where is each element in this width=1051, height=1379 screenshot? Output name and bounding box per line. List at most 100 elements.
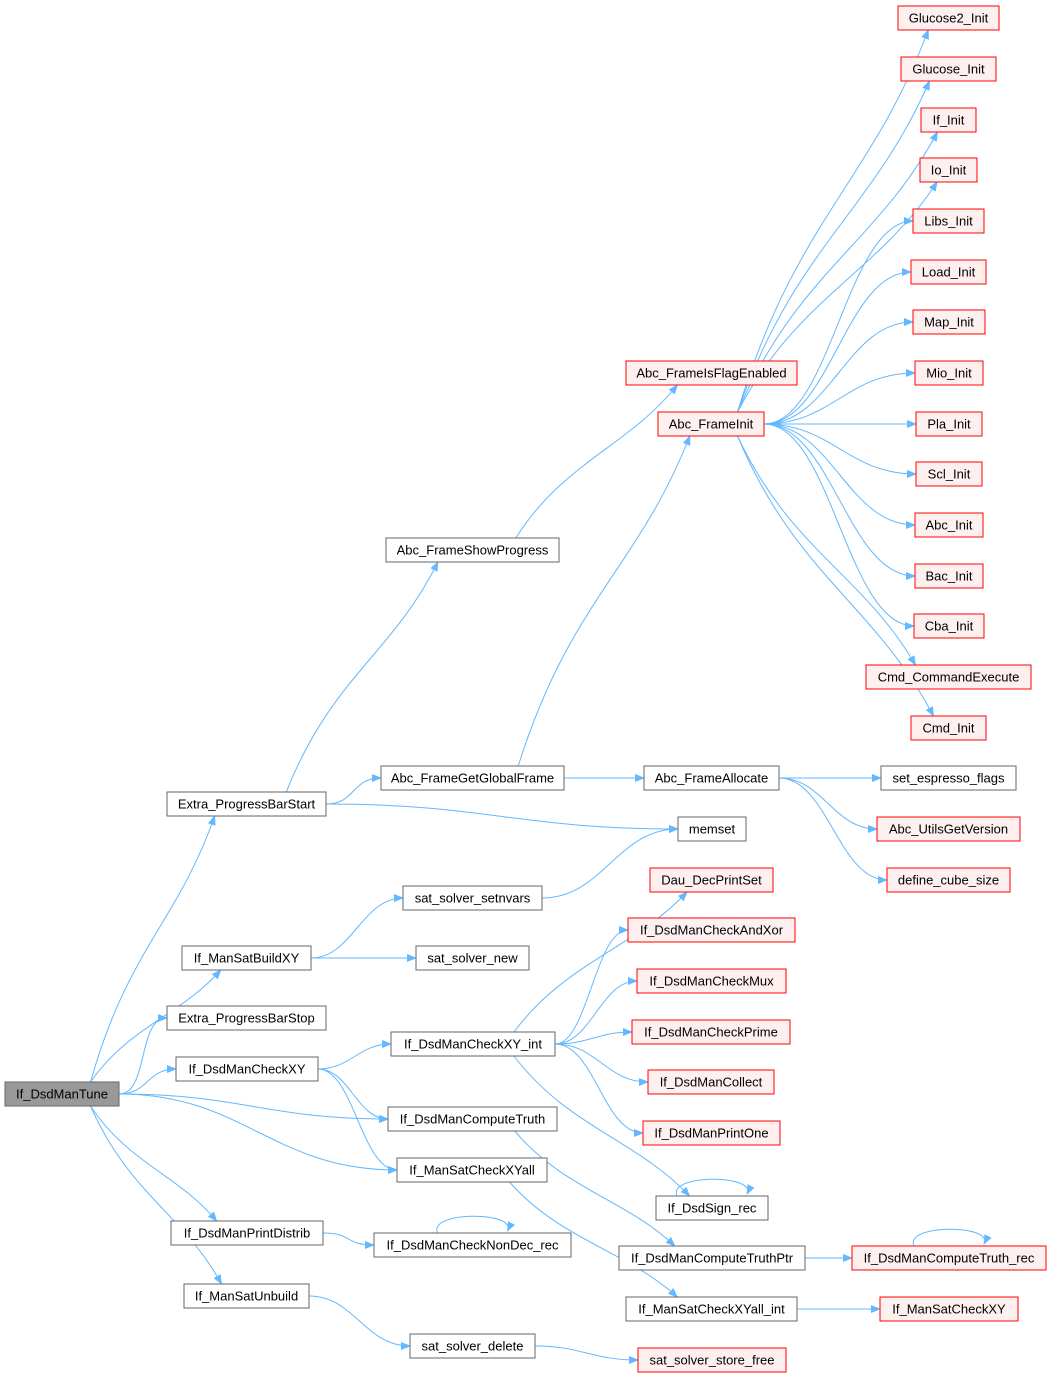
self-call-edge-ctrec bbox=[912, 1228, 992, 1247]
node-xyint[interactable]: If_DsdManCheckXY_int bbox=[390, 1031, 556, 1057]
node-cba[interactable]: Cba_Init bbox=[913, 613, 985, 639]
node-label: Dau_DecPrintSet bbox=[661, 873, 762, 888]
node-pla[interactable]: Pla_Init bbox=[915, 411, 983, 437]
node-abcinit[interactable]: Abc_Init bbox=[914, 512, 984, 538]
node-pbstop[interactable]: Extra_ProgressBarStop bbox=[166, 1005, 327, 1031]
node-cmdinit[interactable]: Cmd_Init bbox=[910, 715, 987, 741]
node-sign[interactable]: If_DsdSign_rec bbox=[655, 1195, 769, 1221]
node-label: If_DsdManCheckAndXor bbox=[640, 923, 784, 938]
node-isflag[interactable]: Abc_FrameIsFlagEnabled bbox=[625, 360, 798, 386]
node-label: If_DsdManPrintDistrib bbox=[184, 1226, 310, 1241]
node-box bbox=[181, 945, 312, 971]
node-load[interactable]: Load_Init bbox=[910, 259, 987, 285]
node-ctptr[interactable]: If_DsdManComputeTruthPtr bbox=[618, 1245, 806, 1271]
node-ioinit[interactable]: Io_Init bbox=[919, 157, 978, 183]
node-box bbox=[912, 208, 985, 234]
node-dau[interactable]: Dau_DecPrintSet bbox=[649, 867, 774, 893]
node-box bbox=[876, 816, 1021, 842]
node-xyallint[interactable]: If_ManSatCheckXYall_int bbox=[625, 1296, 798, 1322]
node-cmdexec[interactable]: Cmd_CommandExecute bbox=[865, 664, 1032, 690]
node-label: Abc_FrameGetGlobalFrame bbox=[391, 771, 554, 786]
self-call-edge-sign bbox=[675, 1178, 755, 1197]
node-map[interactable]: Map_Init bbox=[912, 309, 986, 335]
node-xyall[interactable]: If_ManSatCheckXYall bbox=[396, 1157, 548, 1183]
node-label: Pla_Init bbox=[927, 417, 971, 432]
node-andxor[interactable]: If_DsdManCheckAndXor bbox=[627, 917, 796, 943]
node-box bbox=[618, 1245, 806, 1271]
node-satcheckxy[interactable]: If_ManSatCheckXY bbox=[879, 1296, 1019, 1322]
node-collect[interactable]: If_DsdManCollect bbox=[647, 1069, 775, 1095]
call-edge-tune-distrib bbox=[90, 1105, 218, 1222]
node-label: If_ManSatBuildXY bbox=[194, 951, 300, 966]
node-label: sat_solver_delete bbox=[422, 1339, 524, 1354]
node-box bbox=[915, 411, 983, 437]
node-box bbox=[886, 867, 1011, 893]
node-prime[interactable]: If_DsdManCheckPrime bbox=[631, 1019, 791, 1045]
node-box bbox=[647, 1069, 775, 1095]
node-setnvars[interactable]: sat_solver_setnvars bbox=[402, 885, 543, 911]
node-buildxy[interactable]: If_ManSatBuildXY bbox=[181, 945, 312, 971]
node-label: If_Init bbox=[933, 113, 965, 128]
node-box bbox=[636, 968, 787, 994]
node-frameinit[interactable]: Abc_FrameInit bbox=[657, 411, 765, 437]
node-tune[interactable]: If_DsdManTune bbox=[4, 1081, 120, 1107]
node-label: memset bbox=[689, 822, 736, 837]
node-libs[interactable]: Libs_Init bbox=[912, 208, 985, 234]
node-box bbox=[910, 715, 987, 741]
node-globframe[interactable]: Abc_FrameGetGlobalFrame bbox=[380, 765, 565, 791]
node-label: If_ManSatCheckXYall bbox=[409, 1163, 535, 1178]
node-satnew[interactable]: sat_solver_new bbox=[415, 945, 530, 971]
node-box bbox=[642, 1120, 781, 1146]
call-edge-checkxy-xyint bbox=[317, 1040, 392, 1070]
node-box bbox=[415, 945, 530, 971]
node-box bbox=[910, 259, 987, 285]
node-checkxy[interactable]: If_DsdManCheckXY bbox=[175, 1056, 319, 1082]
node-version[interactable]: Abc_UtilsGetVersion bbox=[876, 816, 1021, 842]
node-ifinit[interactable]: If_Init bbox=[920, 107, 977, 133]
node-label: Abc_FrameInit bbox=[669, 417, 754, 432]
node-label: Glucose_Init bbox=[912, 62, 985, 77]
node-showprog[interactable]: Abc_FrameShowProgress bbox=[385, 537, 560, 563]
node-ctrec[interactable]: If_DsdManComputeTruth_rec bbox=[851, 1245, 1047, 1271]
call-edge-globframe-frameinit bbox=[517, 435, 691, 767]
node-distrib[interactable]: If_DsdManPrintDistrib bbox=[170, 1220, 324, 1246]
node-label: Abc_Init bbox=[926, 518, 973, 533]
node-bac[interactable]: Bac_Init bbox=[914, 563, 984, 589]
node-storefree[interactable]: sat_solver_store_free bbox=[637, 1347, 787, 1373]
node-nondec[interactable]: If_DsdManCheckNonDec_rec bbox=[373, 1232, 572, 1258]
node-box bbox=[631, 1019, 791, 1045]
call-edge-tune-buildxy bbox=[90, 969, 222, 1083]
node-glucose2[interactable]: Glucose2_Init bbox=[897, 5, 1000, 31]
node-mio[interactable]: Mio_Init bbox=[914, 360, 984, 386]
node-box bbox=[655, 1195, 769, 1221]
node-cube[interactable]: define_cube_size bbox=[886, 867, 1011, 893]
call-edge-falloc-version bbox=[778, 777, 878, 833]
node-scl[interactable]: Scl_Init bbox=[915, 461, 983, 487]
node-unbuild[interactable]: If_ManSatUnbuild bbox=[183, 1283, 310, 1309]
call-edge-buildxy-setnvars bbox=[310, 894, 404, 959]
node-falloc[interactable]: Abc_FrameAllocate bbox=[643, 765, 780, 791]
node-label: Cmd_Init bbox=[922, 721, 974, 736]
node-memset[interactable]: memset bbox=[677, 816, 747, 842]
call-edge-frameinit-bac bbox=[763, 423, 916, 580]
node-label: Abc_UtilsGetVersion bbox=[889, 822, 1008, 837]
node-espresso[interactable]: set_espresso_flags bbox=[880, 765, 1017, 791]
node-mux[interactable]: If_DsdManCheckMux bbox=[636, 968, 787, 994]
node-label: If_DsdManCheckXY_int bbox=[404, 1037, 542, 1052]
node-printone[interactable]: If_DsdManPrintOne bbox=[642, 1120, 781, 1146]
call-edge-frameinit-cmdexec bbox=[737, 435, 917, 666]
node-ctruth[interactable]: If_DsdManComputeTruth bbox=[387, 1106, 558, 1132]
node-pbstart[interactable]: Extra_ProgressBarStart bbox=[166, 791, 327, 817]
node-label: Cba_Init bbox=[925, 619, 974, 634]
node-label: If_DsdManComputeTruth bbox=[400, 1112, 545, 1127]
node-glucose[interactable]: Glucose_Init bbox=[900, 56, 997, 82]
node-satdel[interactable]: sat_solver_delete bbox=[409, 1333, 536, 1359]
call-edge-tune-xyall bbox=[118, 1093, 398, 1174]
call-edge-xyint-printone bbox=[554, 1043, 644, 1137]
node-box bbox=[649, 867, 774, 893]
node-label: set_espresso_flags bbox=[892, 771, 1005, 786]
node-box bbox=[919, 157, 978, 183]
call-edge-xyint-sign bbox=[513, 1055, 691, 1197]
node-box bbox=[643, 765, 780, 791]
call-edge-ctruth-ctptr bbox=[514, 1130, 676, 1247]
